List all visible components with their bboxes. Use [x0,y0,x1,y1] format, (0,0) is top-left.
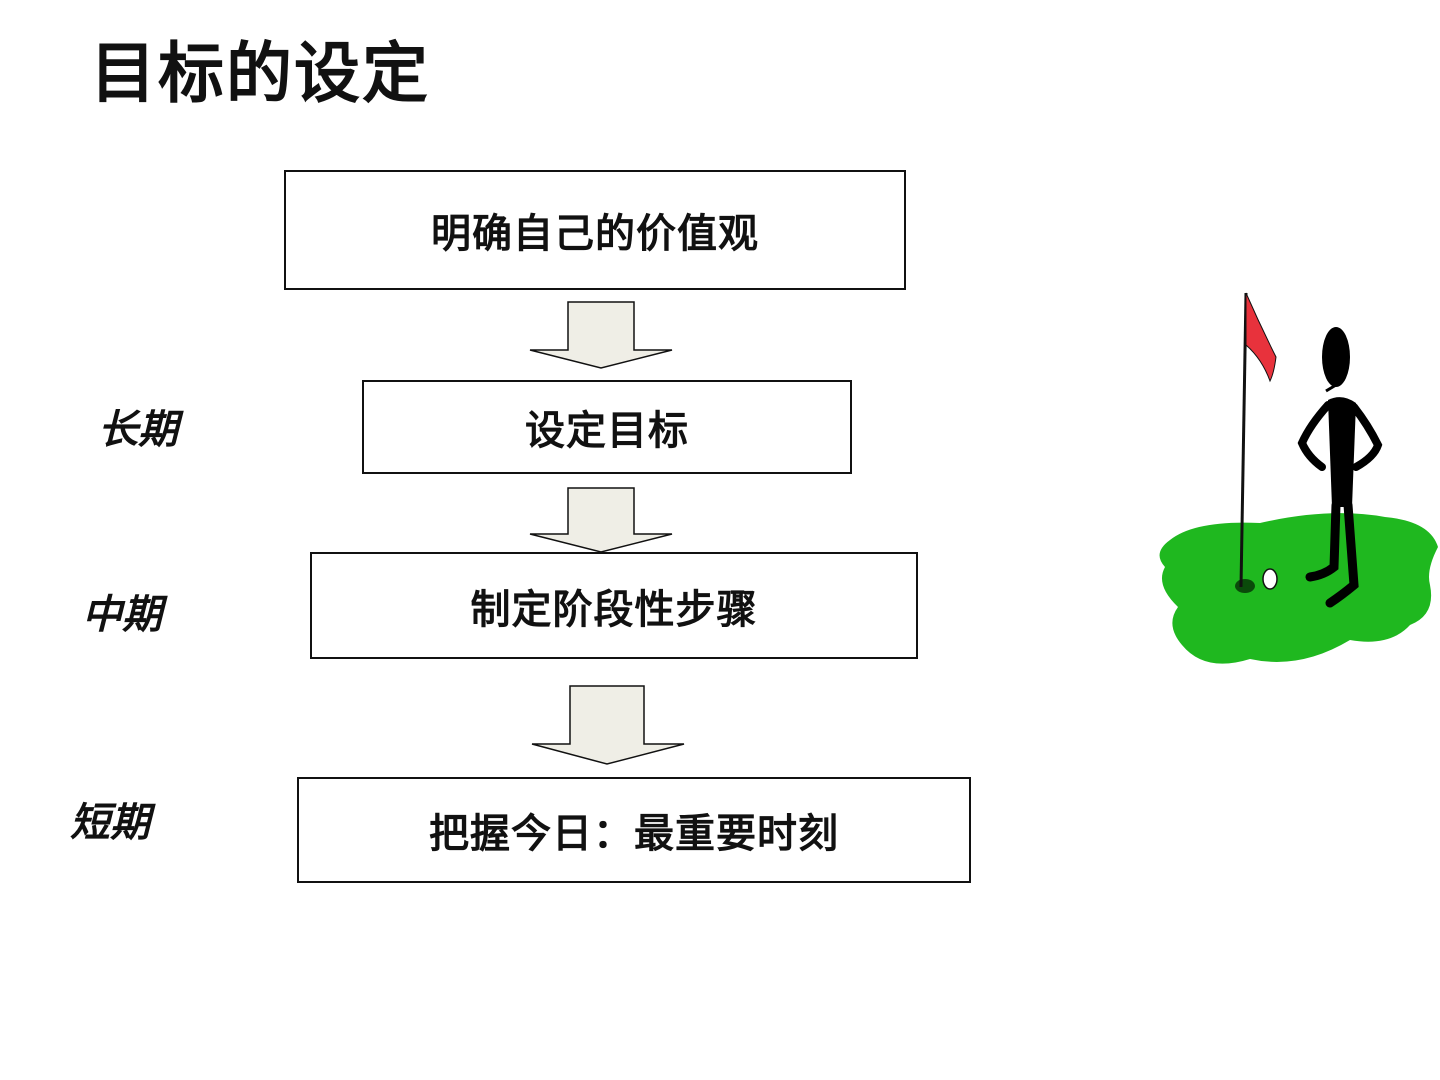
figure-arm-left [1297,401,1332,471]
step-text-goal: 设定目标 [525,408,689,454]
step-box-goal: 设定目标 [362,380,852,474]
figure-leg-left [1305,500,1341,582]
figure-leg-right [1325,500,1359,608]
golf-ball [1262,568,1278,590]
step-box-milestones: 制定阶段性步骤 [310,552,918,659]
figure-torso [1328,397,1356,507]
golf-hole [1235,579,1255,593]
horizon-label-short: 短期 [70,800,150,846]
red-flag [1245,292,1277,383]
figure-arm-right [1350,403,1383,471]
slide-title: 目标的设定 [90,35,430,112]
step-text-values: 明确自己的价值观 [431,211,759,257]
golfer-with-flag-icon [1159,292,1438,664]
down-arrow-icon [531,685,685,765]
figure-head [1322,327,1350,387]
flag-pole [1239,292,1248,588]
horizon-label-mid: 中期 [82,592,162,638]
putting-green [1159,513,1438,664]
step-box-values: 明确自己的价值观 [284,170,906,290]
down-arrow-icon [529,301,673,369]
step-box-today: 把握今日：最重要时刻 [297,777,971,883]
step-text-today: 把握今日：最重要时刻 [429,811,839,857]
step-text-milestones: 制定阶段性步骤 [470,586,758,633]
down-arrow-icon [529,487,673,553]
horizon-label-long: 长期 [98,407,178,453]
